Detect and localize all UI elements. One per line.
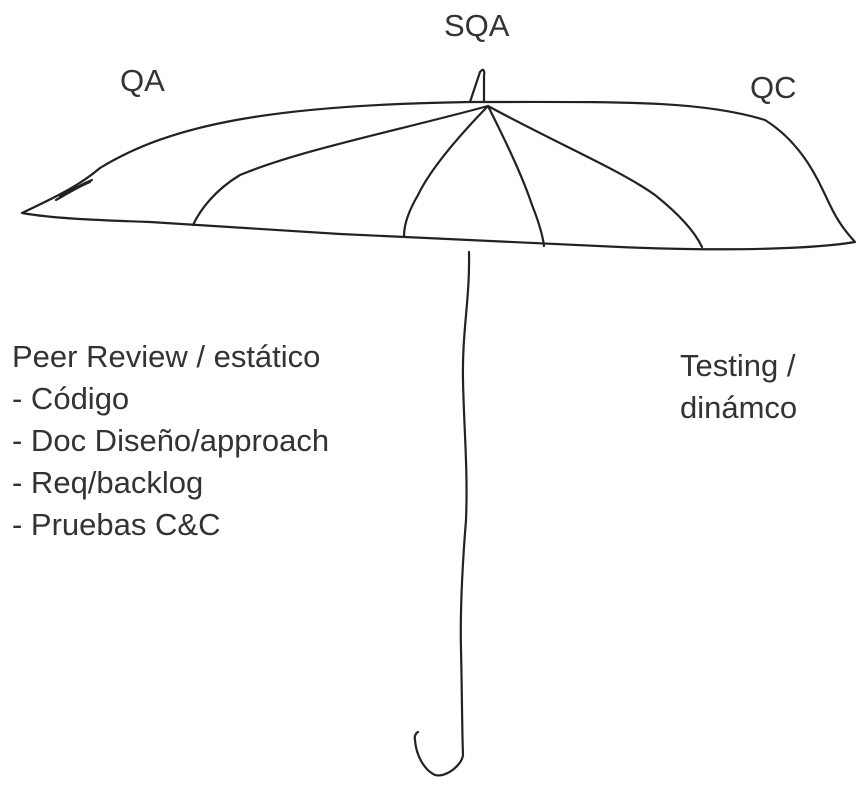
umbrella-rib-2 [402, 104, 490, 238]
qa-notes-item: - Req/backlog [12, 465, 204, 500]
qa-notes-item: - Código [12, 381, 130, 416]
umbrella-rib-3 [486, 104, 546, 248]
umbrella-rib-1 [191, 104, 490, 227]
sqa-label: SQA [444, 8, 510, 43]
qc-notes-line: dinámco [680, 390, 798, 425]
umbrella-tip [468, 68, 486, 104]
qa-notes-item: - Pruebas C&C [12, 507, 221, 542]
umbrella-strap [54, 178, 94, 202]
umbrella-shaft [413, 250, 471, 777]
umbrella-canopy-outline [20, 100, 857, 251]
qa-notes-item: - Doc Diseño/approach [12, 423, 330, 458]
qa-notes: Peer Review / estático - Código - Doc Di… [12, 336, 329, 546]
qc-label: QC [750, 70, 797, 105]
qc-notes-line: Testing / [680, 348, 796, 383]
qa-notes-heading: Peer Review / estático [12, 339, 321, 374]
qa-label: QA [120, 63, 165, 98]
qc-notes: Testing / dinámco [680, 345, 797, 429]
umbrella-rib-4 [486, 104, 704, 249]
